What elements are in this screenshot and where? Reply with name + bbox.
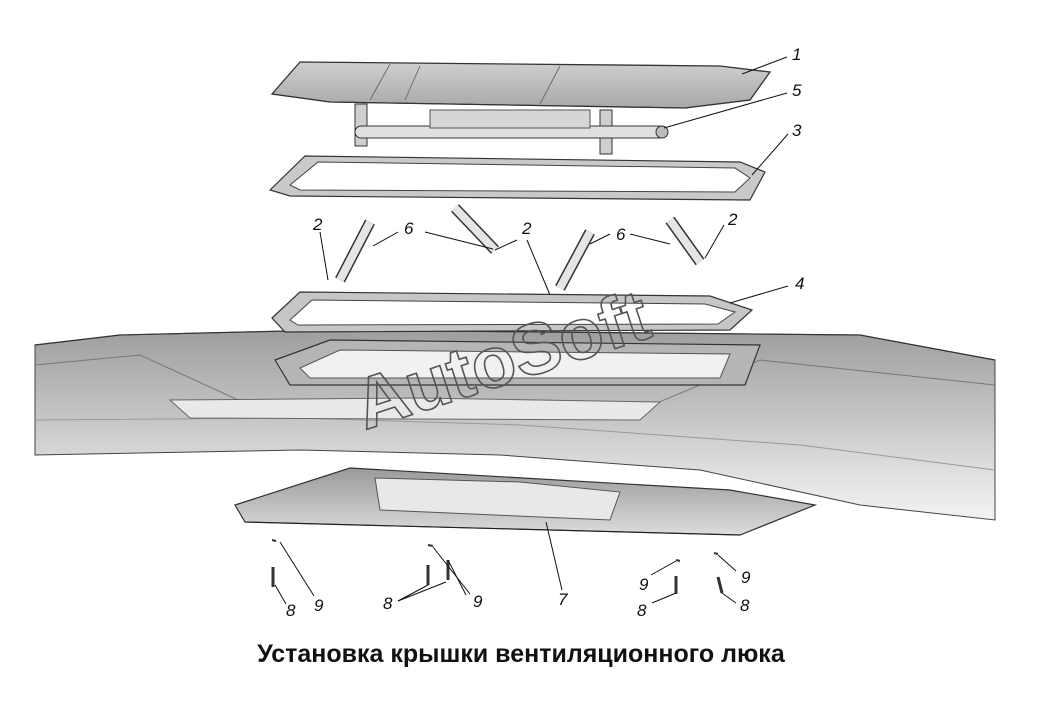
callout-6: 6 (616, 225, 626, 244)
screw-group-3 (674, 576, 724, 594)
gas-spring-2 (451, 204, 499, 254)
callout-9: 9 (741, 568, 751, 587)
callout-2: 2 (312, 215, 323, 234)
callouts: 1 5 3 2 6 2 6 2 4 7 9 8 9 8 9 8 9 8 (286, 45, 804, 620)
callout-9: 9 (473, 592, 483, 611)
roof-panel (34, 329, 996, 521)
callout-8: 8 (286, 601, 296, 620)
callout-5: 5 (792, 81, 802, 100)
callout-4: 4 (795, 274, 804, 293)
callout-8: 8 (637, 601, 647, 620)
base-frame (271, 291, 754, 333)
callout-8: 8 (740, 596, 750, 615)
fasteners (271, 539, 724, 594)
seal-frame (268, 155, 766, 201)
inner-trim (234, 467, 818, 536)
lid-part (270, 61, 772, 109)
callout-2: 2 (521, 219, 532, 238)
callout-9: 9 (639, 575, 649, 594)
leader-lines (274, 56, 789, 605)
callout-3: 3 (792, 121, 802, 140)
gas-spring-4 (665, 216, 705, 266)
gas-springs (335, 204, 705, 291)
callout-1: 1 (792, 45, 801, 64)
callout-9: 9 (314, 596, 324, 615)
gas-spring-1 (335, 219, 375, 283)
screw-group-2 (426, 560, 450, 585)
figure-caption: Установка крышки вентиляционного люка (257, 640, 785, 668)
callout-2: 2 (727, 210, 738, 229)
callout-8: 8 (383, 594, 393, 613)
hinge-mechanism (354, 103, 669, 155)
callout-6: 6 (404, 219, 414, 238)
gas-spring-3 (555, 229, 595, 291)
callout-7: 7 (558, 590, 568, 609)
